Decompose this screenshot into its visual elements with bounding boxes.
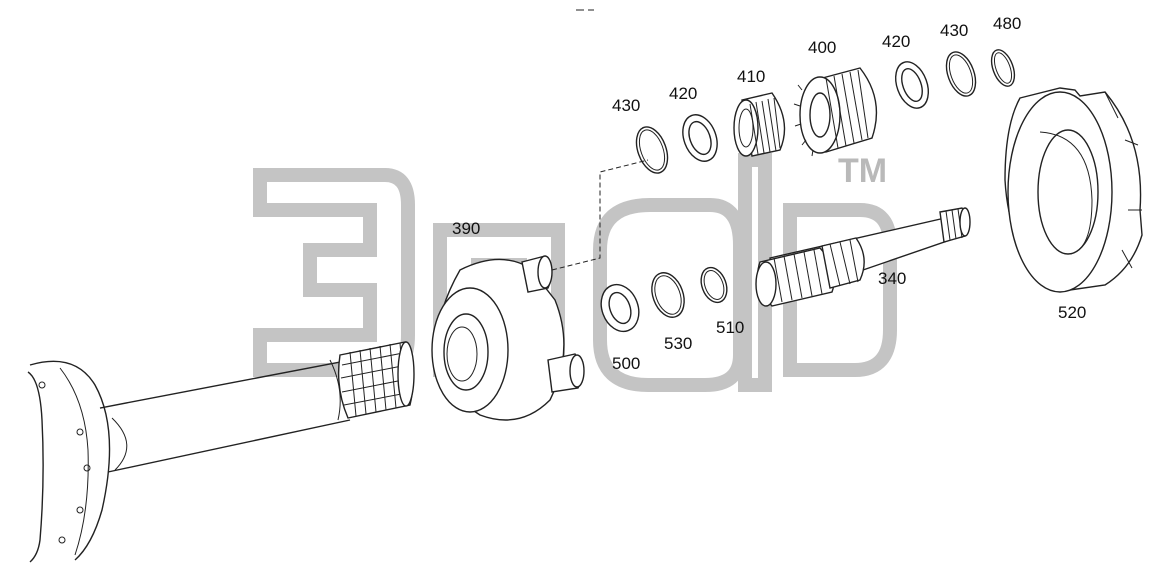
label-400: 400	[808, 38, 836, 57]
part-400-gear	[793, 67, 878, 157]
part-500-washer	[600, 283, 640, 333]
label-430-right: 430	[940, 21, 968, 40]
axle-shaft	[27, 341, 415, 563]
part-340-shaft	[755, 207, 971, 307]
part-480-snap-ring	[990, 49, 1016, 87]
label-340: 340	[878, 269, 906, 288]
label-430-left: 430	[612, 96, 640, 115]
part-390-carrier	[431, 159, 649, 421]
part-530-ring	[651, 272, 685, 318]
part-410-needle-bearing	[733, 92, 786, 157]
label-420-right: 420	[882, 32, 910, 51]
label-480: 480	[993, 14, 1021, 33]
label-420-left: 420	[669, 84, 697, 103]
label-530: 530	[664, 334, 692, 353]
label-390: 390	[452, 219, 480, 238]
part-420-washer-right	[894, 61, 930, 109]
label-500: 500	[612, 354, 640, 373]
label-410: 410	[737, 67, 765, 86]
part-430-ring-right	[945, 51, 977, 97]
trademark-text: TM	[838, 152, 887, 190]
part-520-plate	[1004, 87, 1143, 293]
part-430-ring-left	[635, 126, 669, 174]
label-510: 510	[716, 318, 744, 337]
label-520: 520	[1058, 303, 1086, 322]
part-420-washer-left	[682, 114, 718, 162]
part-510-snap-ring	[700, 266, 728, 304]
